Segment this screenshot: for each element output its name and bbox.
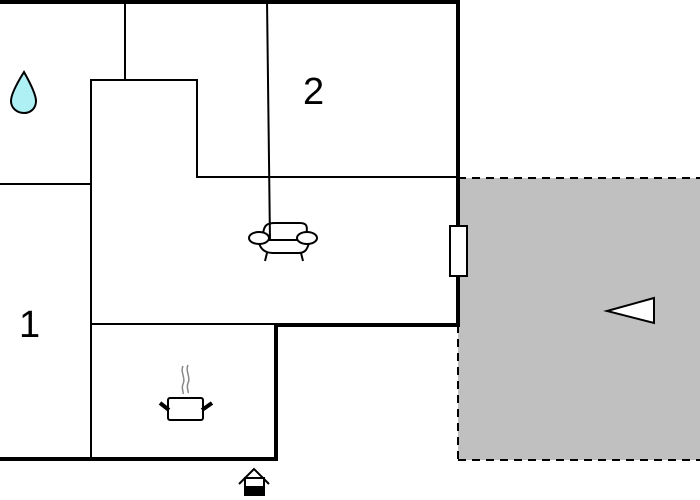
room-label-2: 2 [303,71,324,113]
window [449,225,468,277]
terrace-dashed-border [457,177,700,461]
entrance-house-icon [238,467,270,496]
sofa-icon [248,0,318,262]
terrace [457,177,700,461]
water-drop-icon [9,70,38,115]
direction-triangle-icon [603,296,655,325]
outer-walls [0,0,460,461]
room-label-1: 1 [19,304,40,346]
terrace-area [458,178,700,460]
inner-walls [0,2,458,459]
cooking-pot-icon [158,364,214,421]
